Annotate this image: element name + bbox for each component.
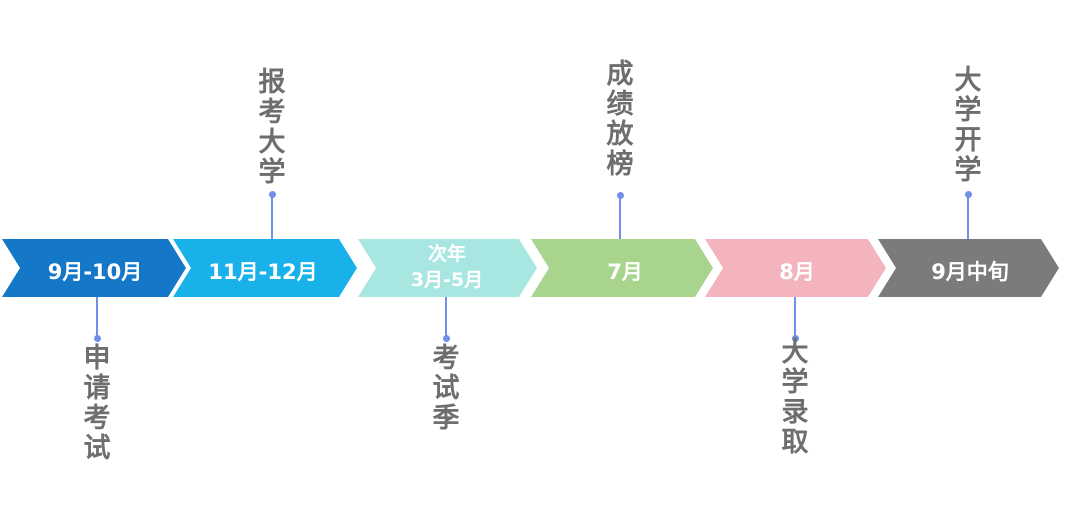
event-5-dot bbox=[792, 335, 799, 342]
segment-2-shape bbox=[173, 239, 357, 297]
event-6-text: 大学开学 bbox=[954, 65, 982, 186]
segment-3-label-line1: 次年 bbox=[427, 243, 466, 265]
event-2-text: 报考大学 bbox=[258, 67, 286, 188]
segment-1-label: 9月-10月 bbox=[47, 260, 143, 284]
event-5-text: 大学录取 bbox=[781, 337, 809, 458]
segment-4-label: 7月 bbox=[607, 260, 643, 284]
segment-6-shape bbox=[878, 239, 1059, 297]
segment-2-label: 11月-12月 bbox=[208, 260, 318, 284]
event-3-dot bbox=[443, 335, 450, 342]
segment-1-shape bbox=[2, 239, 186, 297]
event-3-connector bbox=[445, 297, 447, 337]
event-1-connector bbox=[96, 297, 98, 337]
segment-5-shape bbox=[705, 239, 886, 297]
segment-4-shape bbox=[531, 239, 713, 297]
event-5-connector bbox=[794, 297, 796, 337]
segment-3-shape bbox=[358, 239, 537, 297]
event-4-connector bbox=[619, 196, 621, 239]
segment-5-label: 8月 bbox=[779, 260, 815, 284]
event-6-dot bbox=[965, 191, 972, 198]
segment-3-label-line2: 3月-5月 bbox=[410, 269, 484, 291]
event-3-text: 考试季 bbox=[432, 343, 460, 434]
event-6-connector bbox=[967, 195, 969, 239]
event-1-text: 申请考试 bbox=[83, 343, 111, 464]
event-2-connector bbox=[271, 195, 273, 239]
segment-6-label: 9月中旬 bbox=[931, 260, 1009, 284]
event-4-text: 成绩放榜 bbox=[606, 59, 634, 180]
event-1-dot bbox=[94, 335, 101, 342]
event-2-dot bbox=[269, 191, 276, 198]
event-4-dot bbox=[617, 192, 624, 199]
